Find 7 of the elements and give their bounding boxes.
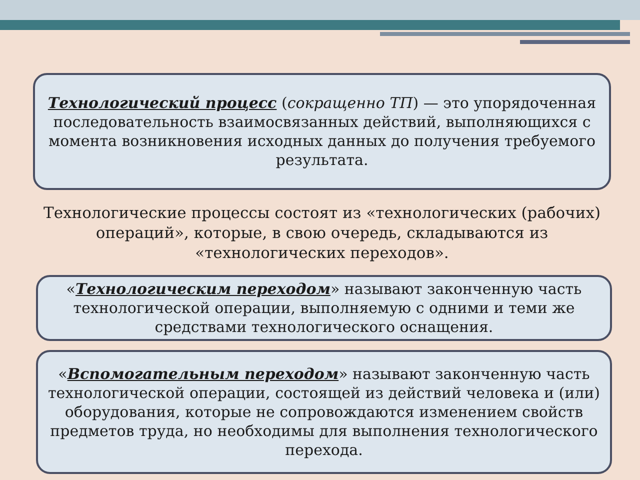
body-text: Технологические процессы состоят из «технологических (рабочих) операций», которые, в свою очередь, складываются из «технологических переходов». [42,203,602,263]
definition-box [33,73,611,190]
definition-text: «Технологическим переходом» называют законченную часть технологической операции, выполняемую с одними и теми же средствами технологического оснащения. [65,280,583,336]
definition-box [36,350,612,474]
definition-text: Технологический процесс (сокращенно ТП) — это упорядоченная последовательность взаимосвязанных действий, выполняющихся с момента возникновения исходных данных до получения требуемого результата. [46,94,598,170]
definition-box [36,275,612,341]
definition-text: «Вспомогательным переходом» называют законченную часть технологической операции, состоящей из действий человека и (или) оборудования, которые не сопровождаются изменением свойств предметов труда, но необходимы для выполнения технологического перехода. [48,364,600,460]
